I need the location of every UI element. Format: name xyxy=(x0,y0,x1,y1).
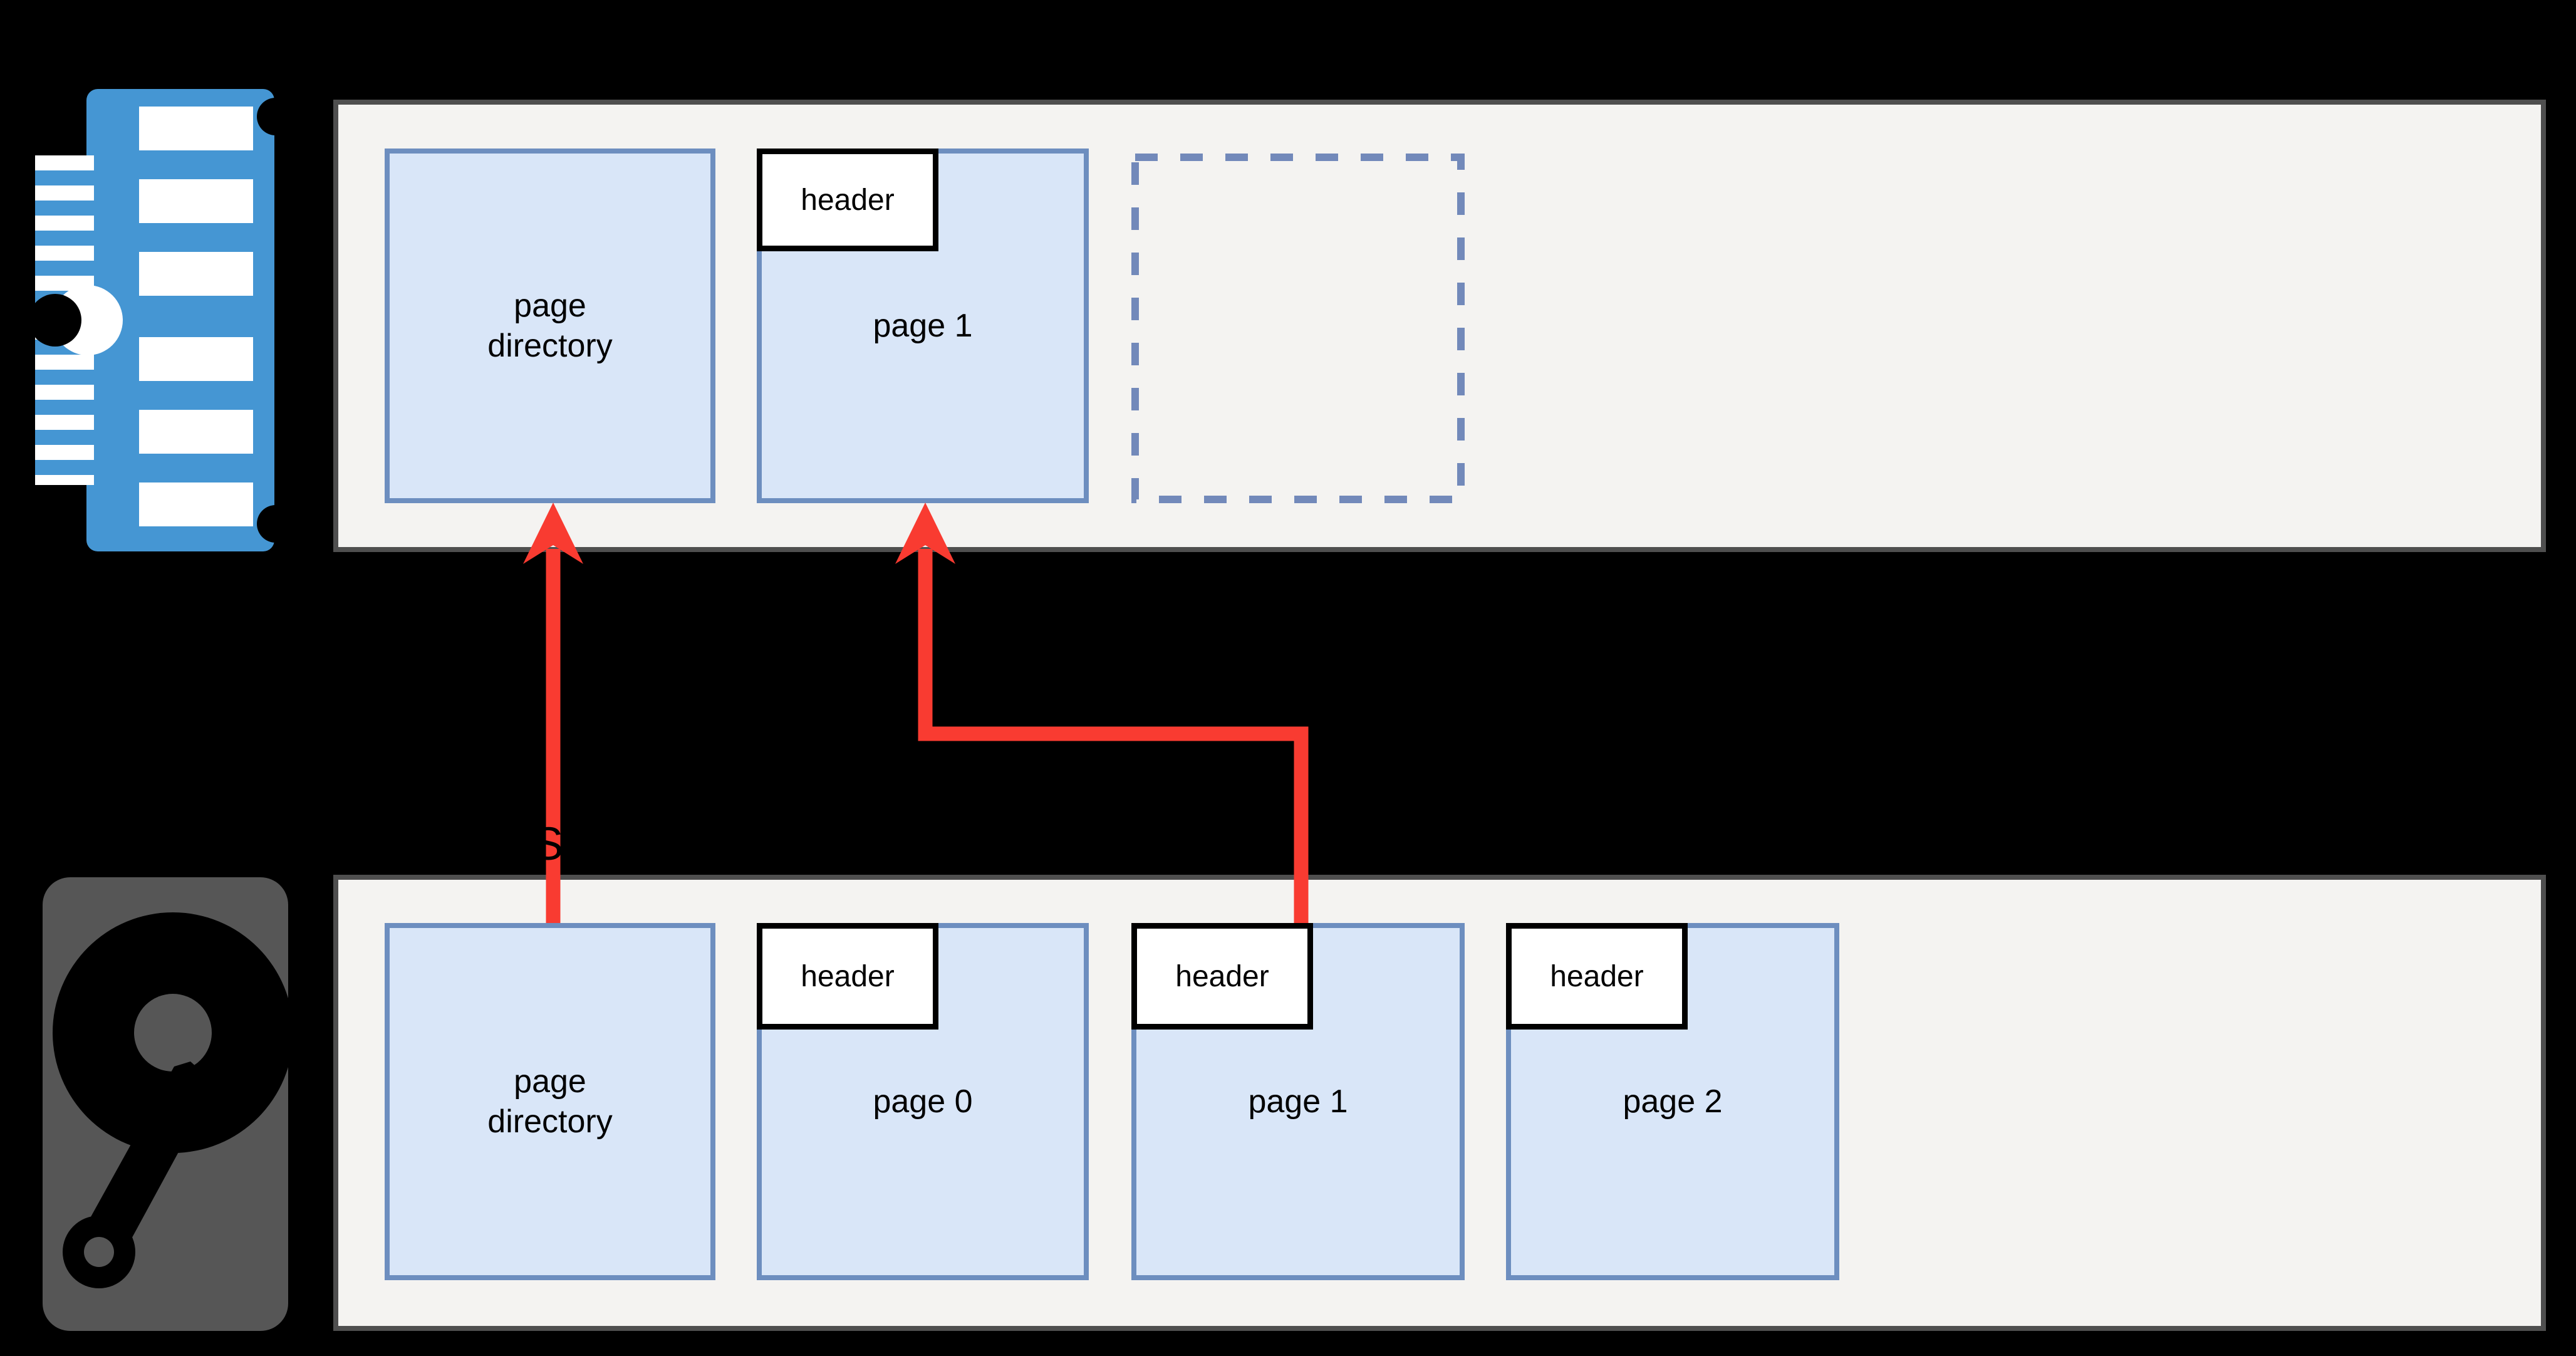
disk-drive-icon xyxy=(43,877,289,1331)
disk-page2-box: header page 2 xyxy=(1506,923,1839,1280)
disk-page0-label: page 0 xyxy=(873,1083,973,1120)
memory-page1-header-box: header xyxy=(757,149,938,251)
disk-page0-header-box: header xyxy=(757,923,938,1030)
memory-panel: page directory header page 1 xyxy=(333,100,2546,552)
disk-page2-header-box: header xyxy=(1506,923,1688,1030)
disk-page0-header-label: header xyxy=(801,959,895,993)
disk-page1-header-box: header xyxy=(1131,923,1313,1030)
hidden-caption-fragment: S xyxy=(532,818,564,870)
disk-page2-header-label: header xyxy=(1550,959,1644,993)
memory-page1-header-label: header xyxy=(801,183,895,217)
memory-page1-box: header page 1 xyxy=(757,149,1089,503)
memory-empty-frame-box xyxy=(1131,154,1465,503)
disk-page1-label: page 1 xyxy=(1248,1083,1348,1120)
disk-page1-box: header page 1 xyxy=(1131,923,1465,1280)
arrow-pagedir-disk-to-memory xyxy=(523,503,583,923)
memory-page1-label: page 1 xyxy=(873,308,973,344)
disk-panel: page directory header page 0 header page… xyxy=(333,875,2546,1331)
arrow-page1-disk-to-memory xyxy=(895,503,1309,923)
disk-page1-header-label: header xyxy=(1175,959,1269,993)
disk-page-directory-box: page directory xyxy=(385,923,715,1280)
memory-ram-icon xyxy=(29,89,282,551)
disk-page0-box: header page 0 xyxy=(757,923,1089,1280)
memory-page-directory-label: page directory xyxy=(487,288,613,364)
memory-page-directory-box: page directory xyxy=(385,149,715,503)
disk-page-directory-label: page directory xyxy=(487,1063,613,1140)
disk-page2-label: page 2 xyxy=(1623,1083,1723,1120)
